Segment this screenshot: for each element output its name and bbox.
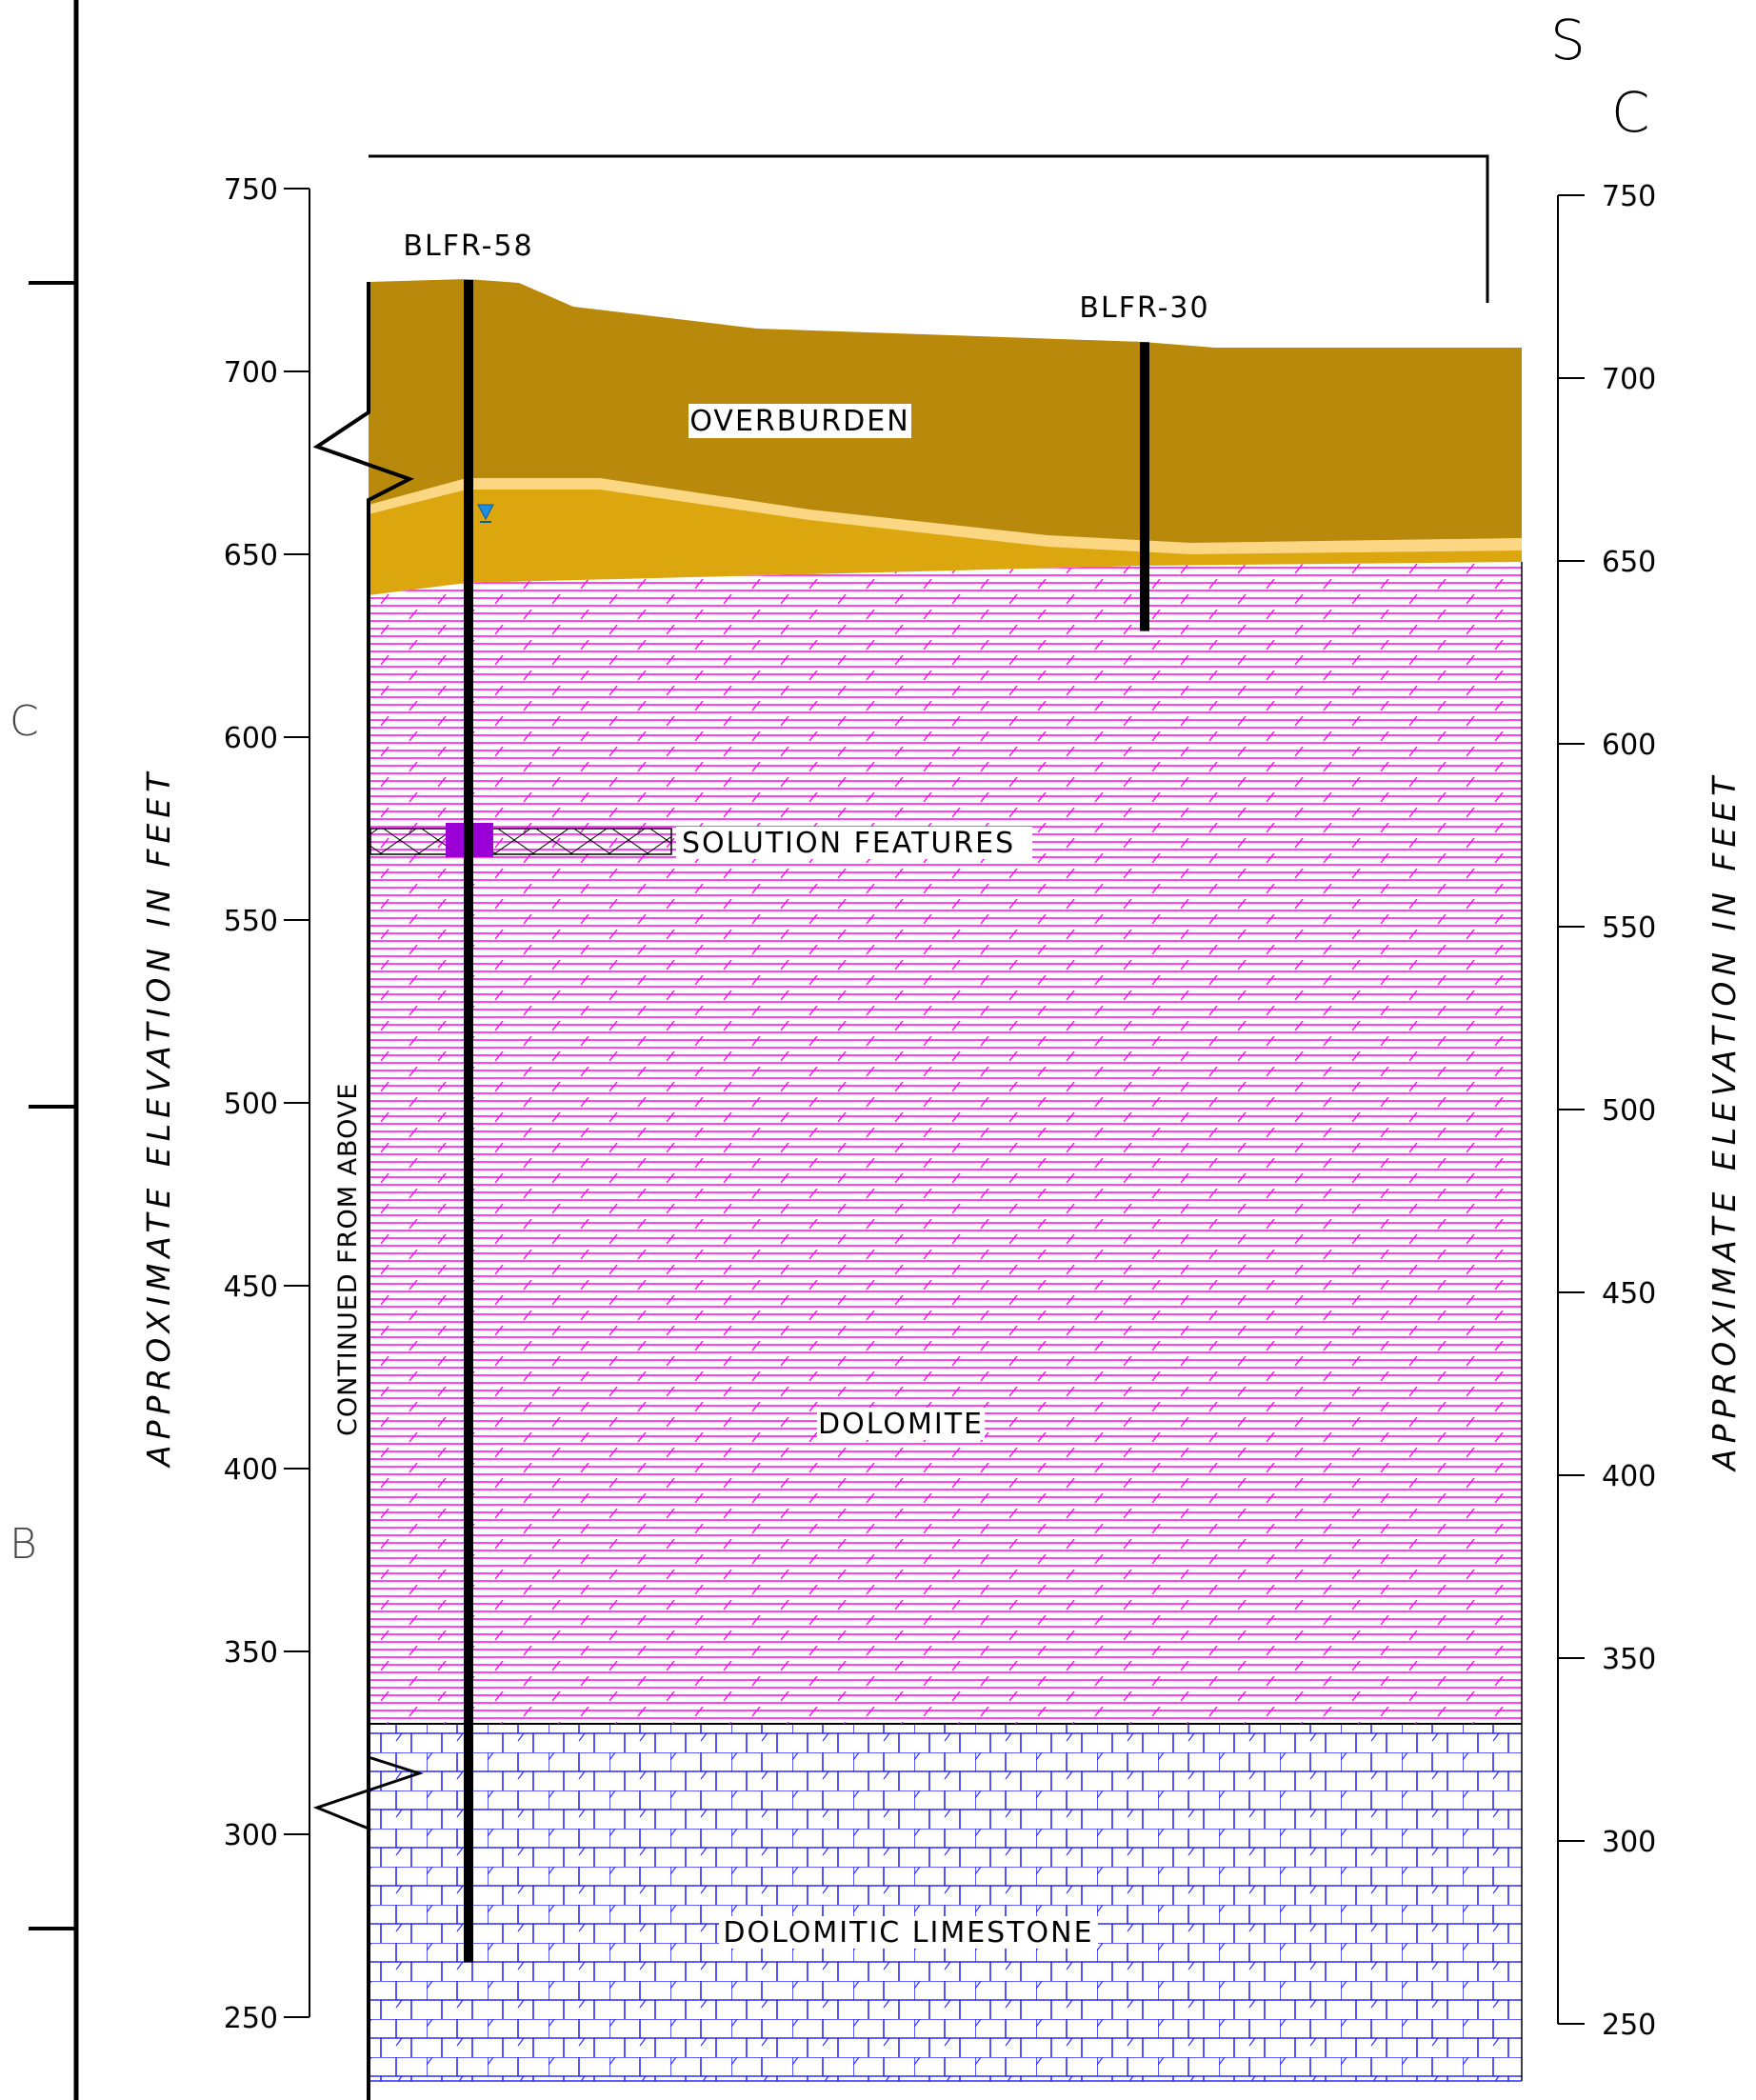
water-level-icon (477, 504, 494, 521)
weathered-zone (369, 481, 1522, 595)
left-tick-label: 700 (224, 356, 278, 390)
solution-features-label: SOLUTION FEATURES (682, 827, 1015, 860)
left-tick-label: 350 (224, 1636, 278, 1670)
margin-letter-c: C (10, 697, 39, 746)
right-tick-label: 500 (1602, 1094, 1656, 1128)
left-tick-label: 650 (224, 539, 278, 572)
right-tick-label: 750 (1602, 180, 1656, 213)
left-tick-label: 250 (224, 2002, 278, 2035)
overburden-label-group: OVERBURDEN (688, 404, 911, 438)
left-tick-label: 600 (224, 722, 278, 755)
left-tick-label: 300 (224, 1819, 278, 1852)
water-table-band (369, 478, 1522, 554)
margin-letter-b: B (10, 1520, 37, 1569)
right-tick-label: 450 (1602, 1277, 1656, 1310)
dolomite-label-group: DOLOMITE (817, 1408, 985, 1441)
overburden-layer (369, 279, 1522, 543)
solution-features-label-group: SOLUTION FEATURES (676, 827, 1032, 860)
left-boundary-break-upper (312, 282, 415, 2100)
right-tick-label: 250 (1602, 2009, 1656, 2042)
section-letter-c: C (1611, 80, 1650, 145)
right-tick-label: 550 (1602, 911, 1656, 945)
well-label-blfr-58: BLFR-58 (403, 230, 533, 263)
left-tick-label: 400 (224, 1453, 278, 1487)
right-tick-label: 300 (1602, 1826, 1656, 1859)
right-tick-label: 700 (1602, 363, 1656, 396)
section-letter-s: S (1550, 8, 1586, 72)
right-tick-label: 650 (1602, 546, 1656, 579)
left-tick-label: 450 (224, 1270, 278, 1304)
dolomitic-limestone-label-group: DOLOMITIC LIMESTONE (719, 1916, 1098, 1950)
right-tick-label: 600 (1602, 729, 1656, 762)
dolomitic-limestone-layer (369, 1724, 1522, 2081)
right-axis-title: APPROXIMATE ELEVATION IN FEET (1706, 771, 1743, 1472)
solution-features-zone (369, 828, 672, 855)
left-tick-label: 550 (224, 905, 278, 938)
right-elevation-axis: 750 700 650 600 550 500 450 400 350 300 250 (1557, 180, 1656, 2042)
left-tick-label: 500 (224, 1088, 278, 1121)
continued-from-above-note: CONTINUED FROM ABOVE (333, 1083, 363, 1436)
margin-rule (29, 0, 79, 2100)
right-tick-label: 400 (1602, 1460, 1656, 1493)
left-tick-label: 750 (224, 173, 278, 207)
left-elevation-axis: 750 700 650 600 550 500 450 400 350 300 250 (224, 173, 310, 2035)
section-bracket (369, 154, 1489, 303)
left-boundary-break-lower (312, 1724, 424, 1830)
left-axis-title: APPROXIMATE ELEVATION IN FEET (140, 768, 177, 1469)
right-tick-label: 350 (1602, 1643, 1656, 1676)
well-label-blfr-30: BLFR-30 (1079, 291, 1209, 325)
dolomite-label: DOLOMITE (818, 1408, 984, 1441)
overburden-label: OVERBURDEN (689, 405, 909, 438)
dolomitic-limestone-label: DOLOMITIC LIMESTONE (723, 1916, 1093, 1950)
dolomite-layer (369, 562, 1522, 1724)
